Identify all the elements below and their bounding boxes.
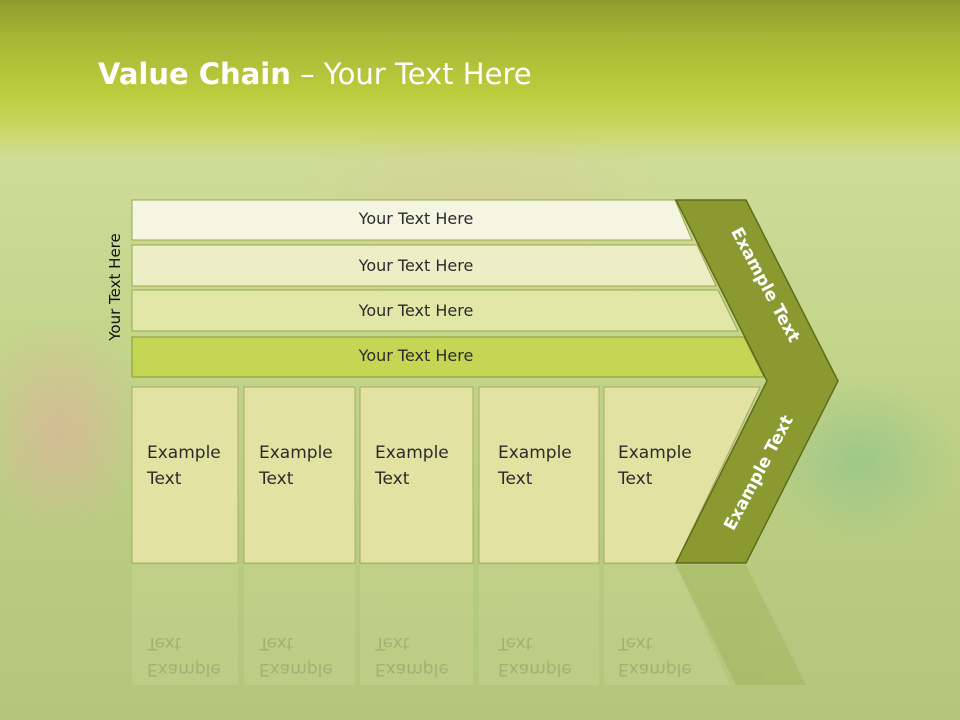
title-band <box>0 0 960 160</box>
column-box-2 <box>243 386 356 564</box>
column-box-1 <box>131 386 239 564</box>
row-label-2: Your Text Here <box>358 256 474 275</box>
row-label-4: Your Text Here <box>358 346 474 365</box>
row-bar-3 <box>131 289 739 332</box>
row-bar-1 <box>131 199 693 241</box>
column-box-4 <box>478 386 600 564</box>
slide-title: Value Chain – Your Text Here <box>98 54 532 94</box>
slide-title-rest: – Your Text Here <box>290 57 532 91</box>
row-label-1: Your Text Here <box>358 209 474 228</box>
value-chain-chevron <box>674 199 839 564</box>
row-bar-4 <box>131 336 765 378</box>
column-reflections <box>132 565 806 685</box>
column-box-3 <box>359 386 474 564</box>
row-label-3: Your Text Here <box>358 301 474 320</box>
row-bar-2 <box>131 244 717 287</box>
slide-title-bold: Value Chain <box>98 57 291 91</box>
